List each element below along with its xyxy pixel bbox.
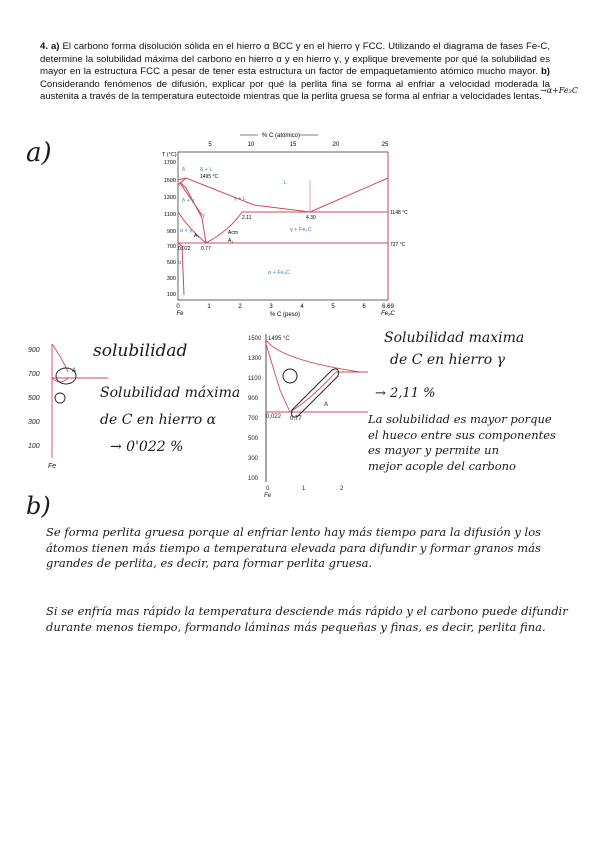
zoom-right-tick: 500	[248, 436, 259, 442]
label-delta-gamma: δ + γ	[182, 198, 194, 204]
explanation-line: mejor acople del carbono	[368, 458, 516, 473]
part-b-label: b)	[540, 66, 550, 78]
answer-b-paragraph-1: Se forma perlita gruesa porque al enfria…	[46, 525, 542, 570]
y-tick: 500	[167, 260, 176, 266]
zoom-right-tick: 300	[248, 456, 259, 462]
top-tick: 10	[248, 142, 255, 148]
top-tick: 25	[382, 142, 389, 148]
y-tick: 1100	[164, 212, 176, 218]
zoom-right-1495: 1495 °C	[268, 336, 290, 342]
zoom-right-tick: 100	[248, 476, 259, 482]
explanation-block: La solubilidad es mayor porque el hueco …	[368, 412, 593, 474]
label-delta-l: δ + L	[200, 167, 212, 173]
zoom-left-tick: 700	[28, 371, 40, 378]
solubility-word: solubilidad	[93, 341, 188, 361]
label-gamma-fe3c: γ + Fe₃C	[290, 227, 312, 233]
x-tick: 4	[300, 304, 304, 310]
label-alpha-fe3c: α + Fe₃C	[268, 270, 290, 276]
zoom-right-tick: 700	[248, 416, 259, 422]
zoom-left-tick: 900	[28, 347, 40, 354]
y-tick: 700	[167, 244, 176, 250]
label-gamma-l: γ + L	[234, 196, 246, 202]
label-727: 727 °C	[390, 242, 406, 248]
y-tick: 900	[167, 229, 176, 235]
zoom-left-tick: 300	[28, 419, 40, 426]
part-a-label: a)	[50, 41, 60, 52]
y-tick: 1300	[164, 195, 176, 201]
answer-b-paragraph-2: Si se enfría mas rápido la temperatura d…	[46, 604, 568, 634]
y-tick: 100	[167, 292, 176, 298]
alpha-line-2: de C en hierro α	[100, 412, 217, 428]
top-tick: 5	[208, 142, 212, 148]
part-a-text: El carbono forma disolución sólida en el…	[40, 41, 551, 78]
top-tick: 20	[333, 142, 340, 148]
zoom-left-a: A	[72, 368, 76, 374]
y-tick: 300	[167, 276, 176, 282]
label-a3: A₃	[194, 233, 199, 239]
fe-c-phase-diagram: % C (atómico) 5 10 15 20 25 T (°C) 1700 …	[162, 133, 408, 318]
zoom-left-fe: Fe	[48, 463, 56, 470]
answer-a-label: a)	[26, 138, 52, 168]
zoom-sketch-right: 1500 1300 1100 900 700 500 300 100 0 1 2…	[248, 334, 368, 498]
label-liquid: L	[284, 180, 287, 186]
label-acm: Acm	[228, 230, 238, 236]
label-1495: 1495 °C	[200, 174, 219, 180]
x-right-label: Fe₃C	[381, 311, 395, 317]
gamma-line-1: Solubilidad maxima	[384, 330, 525, 346]
label-077: 0.77	[201, 246, 211, 252]
zoom-sketch-left: 900 700 500 300 100 Fe A	[28, 343, 108, 470]
label-a1: A₁	[228, 238, 233, 244]
zoom-right-022: 0,022	[266, 414, 282, 420]
label-alpha: α	[178, 260, 182, 266]
label-delta: δ	[182, 167, 185, 173]
gamma-value: → 2,11 %	[375, 386, 436, 401]
explanation-line: es mayor y permite un	[368, 443, 499, 457]
zoom-right-tick: 1100	[248, 376, 262, 382]
zoom-right-077: 0,77	[290, 416, 302, 422]
zoom-right-x: 2	[340, 486, 344, 492]
x-tick: 2	[238, 304, 242, 310]
zoom-right-tick: 1500	[248, 336, 262, 342]
label-1148: 1148 °C	[390, 210, 408, 216]
answer-b-label: b)	[26, 492, 51, 520]
zoom-right-fe: Fe	[264, 493, 272, 498]
zoom-left-tick: 100	[28, 443, 40, 450]
margin-note: →α+Fe₃C	[540, 86, 578, 95]
x-tick: 6	[362, 304, 366, 310]
gamma-line-2: de C en hierro γ	[390, 352, 506, 368]
zoom-right-x: 1	[302, 486, 306, 492]
top-tick: 15	[290, 142, 297, 148]
x-tick: 3	[269, 304, 273, 310]
label-211: 2.11	[242, 215, 252, 221]
y-tick: 1500	[164, 178, 176, 184]
zoom-left-tick: 500	[28, 395, 40, 402]
top-axis-title: % C (atómico)	[262, 133, 300, 139]
label-430: 4.30	[306, 215, 316, 221]
x-axis-title: % C (peso)	[270, 312, 300, 318]
zoom-right-tick: 900	[248, 396, 259, 402]
y-tick: 1700	[164, 160, 176, 166]
y-axis-title: T (°C)	[162, 152, 177, 158]
zoom-right-tick: 1300	[248, 356, 262, 362]
label-gamma: γ	[202, 213, 205, 219]
x-tick: 6.69	[382, 304, 394, 310]
x-tick: 5	[331, 304, 335, 310]
zoom-right-a: A	[324, 402, 328, 408]
x-tick: 1	[207, 304, 211, 310]
label-alpha-gamma: α + γ	[180, 228, 192, 234]
question-number: 4.	[40, 41, 49, 52]
zoom-right-x: 0	[266, 486, 270, 492]
x-left-label: Fe	[176, 311, 184, 317]
explanation-line: La solubilidad es mayor porque	[368, 412, 552, 426]
part-b-text: Considerando fenómenos de difusión, expl…	[40, 78, 550, 103]
alpha-value: → 0'022 %	[110, 439, 184, 455]
x-tick: 0	[176, 304, 180, 310]
explanation-line: el hueco entre sus componentes	[368, 427, 556, 442]
label-0022: 0.022	[178, 246, 191, 252]
alpha-line-1: Solubilidad máxima	[100, 385, 241, 401]
question-text: 4. a) El carbono forma disolución sólida…	[40, 41, 550, 104]
